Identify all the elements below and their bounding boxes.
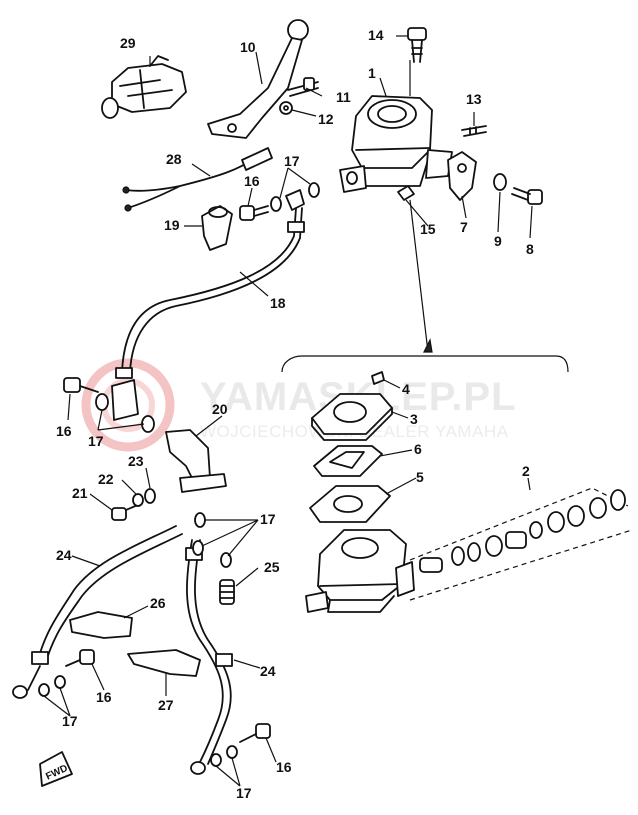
callout-8: 8 [526, 241, 534, 257]
part-26-bracket [69, 611, 133, 639]
part-16-bolt-top [239, 205, 269, 221]
callout-2: 2 [522, 463, 530, 479]
callout-21: 21 [72, 485, 88, 501]
part-9-washer [493, 173, 507, 191]
part-11-bolt [287, 77, 319, 97]
part-6-plate [313, 445, 383, 477]
part-24-hose-left [12, 525, 183, 699]
part-7-clamp [447, 151, 477, 201]
callout-17-top: 17 [284, 153, 300, 169]
callouts: 29 10 14 1 11 12 13 17 28 16 19 15 7 9 8… [56, 27, 534, 801]
part-28-switch-wire [122, 147, 273, 212]
callout-7: 7 [460, 219, 468, 235]
exploded-view-frame [281, 199, 569, 373]
callout-22: 22 [98, 471, 114, 487]
part-10-brake-lever [207, 19, 309, 139]
part-19-boot [201, 205, 233, 251]
callout-18: 18 [270, 295, 286, 311]
part-29-switch-housing [101, 55, 187, 119]
callout-27: 27 [158, 697, 174, 713]
fwd-arrow-icon: FWD [39, 751, 73, 787]
part-5-diaphragm [309, 485, 391, 523]
callout-23: 23 [128, 453, 144, 469]
callout-12: 12 [318, 111, 334, 127]
callout-4: 4 [402, 381, 410, 397]
callout-24-left: 24 [56, 547, 72, 563]
part-17-washers-left [38, 675, 66, 697]
part-27-bracket [127, 649, 201, 677]
part-20-fitting [165, 429, 227, 493]
callout-5: 5 [416, 469, 424, 485]
part-3-cap [311, 393, 393, 441]
part-2-piston-kit [409, 487, 633, 601]
part-21-bolt [111, 503, 141, 521]
part-1-body-exploded [305, 529, 415, 613]
part-16-bolt-bottom [239, 723, 271, 743]
watermark: YAMASKLEP.PL WOJCIECHOWSKI DEALER YAMAHA [81, 358, 516, 452]
callout-3: 3 [410, 411, 418, 427]
callout-24-right: 24 [260, 663, 276, 679]
part-22-washer [132, 493, 144, 507]
callout-28: 28 [166, 151, 182, 167]
part-16-bolt-left [65, 649, 95, 667]
part-15-washer [397, 185, 415, 201]
callout-17-bottom: 17 [236, 785, 252, 801]
callout-6: 6 [414, 441, 422, 457]
part-18-brake-hose [115, 189, 305, 379]
callout-16-lower: 16 [96, 689, 112, 705]
callout-11: 11 [336, 89, 351, 105]
callout-10: 10 [240, 39, 256, 55]
part-12-nut [279, 101, 293, 115]
callout-15: 15 [420, 221, 436, 237]
part-14-bolt [407, 27, 427, 63]
part-13-screw [461, 125, 487, 137]
part-17-washers-bottom [210, 745, 238, 767]
callout-16-bottom: 16 [276, 759, 292, 775]
callout-16-left: 16 [56, 423, 72, 439]
callout-20: 20 [212, 401, 228, 417]
callout-17-lower: 17 [62, 713, 78, 729]
callout-25: 25 [264, 559, 280, 575]
callout-14: 14 [368, 27, 384, 43]
callout-9: 9 [494, 233, 502, 249]
callout-29: 29 [120, 35, 136, 51]
part-8-bolt [511, 187, 543, 205]
callout-1: 1 [368, 65, 376, 81]
part-17-washers-mid [192, 512, 232, 568]
callout-19: 19 [164, 217, 180, 233]
watermark-logo-icon [81, 358, 175, 452]
part-25-bolt [219, 579, 235, 605]
part-1-master-cylinder [339, 95, 453, 193]
part-17-washers-top [270, 182, 320, 212]
callout-17-mid: 17 [260, 511, 276, 527]
callout-17-left: 17 [88, 433, 104, 449]
callout-26: 26 [150, 595, 166, 611]
leader-lines [43, 35, 533, 787]
callout-13: 13 [466, 91, 482, 107]
part-23-washer [144, 488, 156, 504]
callout-16-top: 16 [244, 173, 260, 189]
